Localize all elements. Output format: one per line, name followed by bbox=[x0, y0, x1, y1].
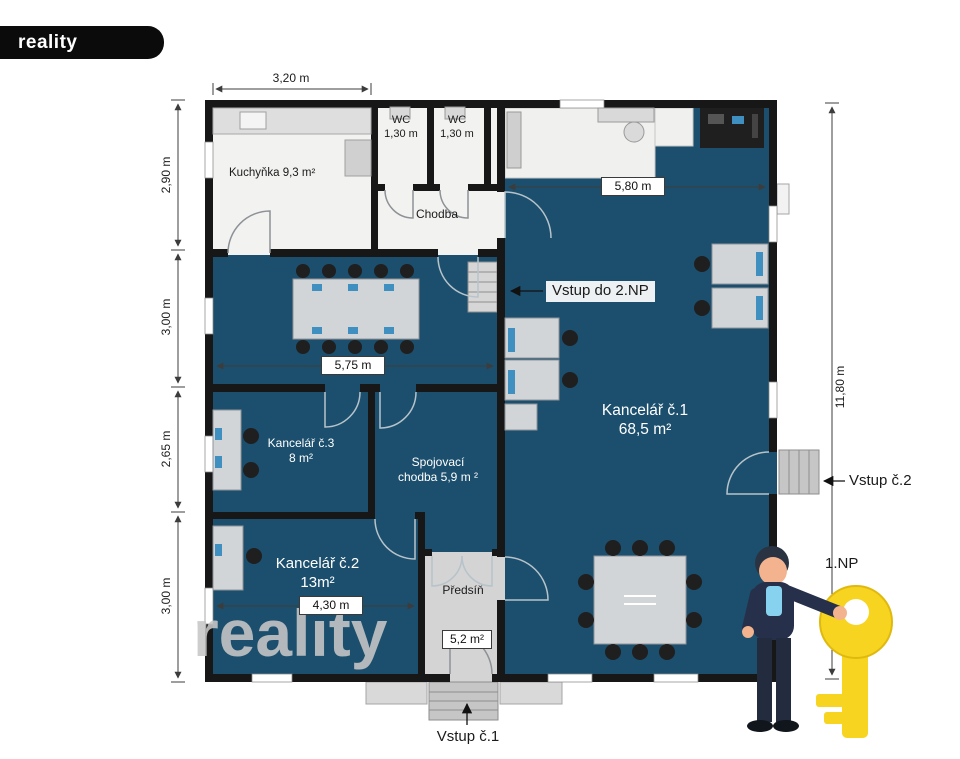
dimension-left-3: 2,65 m bbox=[159, 430, 173, 468]
brand-logo-text: reality bbox=[18, 31, 78, 53]
dimension-kancelar1-width: 5,80 m bbox=[601, 177, 665, 196]
room-name: WC bbox=[391, 114, 411, 126]
furniture-kancelar-2 bbox=[212, 525, 262, 591]
kitchen-counter bbox=[212, 107, 372, 135]
entrance-label-2: Vstup č.2 bbox=[849, 472, 912, 489]
anteroom-floor bbox=[424, 552, 505, 682]
stairs-to-2np bbox=[467, 261, 498, 313]
dimension-kancelar2-width: 4,30 m bbox=[299, 596, 363, 615]
wc1-sink bbox=[389, 106, 411, 120]
dimension-left-4: 3,00 m bbox=[159, 577, 173, 615]
arm-left bbox=[742, 588, 762, 634]
shirt bbox=[766, 586, 782, 616]
face bbox=[759, 557, 787, 585]
entry-chair bbox=[623, 121, 645, 143]
entry-desk bbox=[597, 107, 655, 123]
room-label-predsin: Předsíň bbox=[442, 583, 484, 597]
meeting-table bbox=[593, 555, 687, 645]
entry-tile-area-2 bbox=[654, 107, 694, 147]
stairs-entrance-2 bbox=[778, 449, 820, 495]
walls bbox=[205, 100, 777, 682]
person-illustration bbox=[742, 546, 847, 732]
dimension-right: 11,80 m bbox=[833, 365, 847, 409]
chairs bbox=[578, 540, 702, 660]
side-table bbox=[504, 403, 538, 431]
room-label-kuchynka: Kuchyňka 9,3 m² bbox=[229, 167, 316, 179]
room-name: Kancelář č.2 bbox=[275, 555, 360, 572]
hand-left bbox=[742, 626, 754, 638]
area-label-predsin: 5,2 m² bbox=[442, 630, 492, 649]
dimension-left-1: 2,90 m bbox=[159, 156, 173, 194]
room-name: WC bbox=[447, 114, 467, 126]
room-name: Kancelář č.3 bbox=[267, 436, 335, 450]
bench bbox=[506, 111, 522, 169]
room-label-chodba: Chodba bbox=[415, 207, 459, 221]
hand-right bbox=[833, 606, 847, 620]
floor-label: 1.NP bbox=[825, 555, 859, 572]
room-width: 1,30 m bbox=[440, 127, 474, 140]
key-illustration bbox=[816, 585, 893, 738]
room-label-spojovaci-chodba: Spojovací chodba 5,9 m ² bbox=[383, 455, 493, 485]
hallway-floor bbox=[371, 100, 505, 255]
kitchen-appliance bbox=[344, 139, 372, 177]
shoe bbox=[773, 720, 799, 732]
room-label-wc2: WC 1,30 m bbox=[429, 114, 485, 142]
room-label-wc1: WC 1,30 m bbox=[374, 114, 428, 142]
furniture-kancelar-1 bbox=[504, 107, 769, 660]
room-area: 13m² bbox=[300, 573, 335, 591]
door-swings bbox=[227, 189, 770, 675]
furniture-kitchen bbox=[212, 106, 466, 177]
entrance-label-2np: Vstup do 2.NP bbox=[546, 281, 655, 302]
arm-right bbox=[781, 585, 845, 619]
entrance-label-1: Vstup č.1 bbox=[436, 728, 500, 745]
room-name-line1: Spojovací bbox=[411, 455, 465, 469]
exterior-radiator bbox=[776, 183, 790, 215]
dimension-lines bbox=[171, 83, 839, 683]
wc2-sink bbox=[444, 106, 466, 120]
room-area: 68,5 m² bbox=[618, 421, 672, 439]
room-area: 8 m² bbox=[289, 451, 313, 465]
brand-logo: reality bbox=[0, 26, 164, 59]
desk bbox=[212, 409, 242, 491]
room-name: Kancelář č.1 bbox=[601, 402, 689, 419]
dimension-top: 3,20 m bbox=[272, 71, 310, 85]
dimension-meeting-width: 5,75 m bbox=[321, 356, 385, 375]
chairs bbox=[296, 264, 414, 354]
room-label-kancelar-3: Kancelář č.3 8 m² bbox=[246, 436, 356, 466]
shoe bbox=[747, 720, 773, 732]
kitchen-sink bbox=[239, 111, 267, 130]
dimension-left-2: 3,00 m bbox=[159, 298, 173, 336]
entrance-arrows bbox=[461, 285, 845, 725]
laptops bbox=[312, 284, 394, 334]
leg bbox=[776, 638, 791, 722]
room-width: 1,30 m bbox=[384, 127, 418, 140]
room-label-kancelar-1: Kancelář č.1 68,5 m² bbox=[565, 401, 725, 440]
leg bbox=[757, 638, 772, 722]
furniture-kancelar-3 bbox=[212, 409, 259, 491]
room-label-kancelar-2: Kancelář č.2 13m² bbox=[250, 555, 385, 593]
room-name-line2: chodba 5,9 m ² bbox=[397, 470, 479, 484]
desk bbox=[212, 525, 244, 591]
furniture-meeting-room bbox=[292, 264, 420, 354]
stairs-entrance-1 bbox=[365, 681, 563, 721]
